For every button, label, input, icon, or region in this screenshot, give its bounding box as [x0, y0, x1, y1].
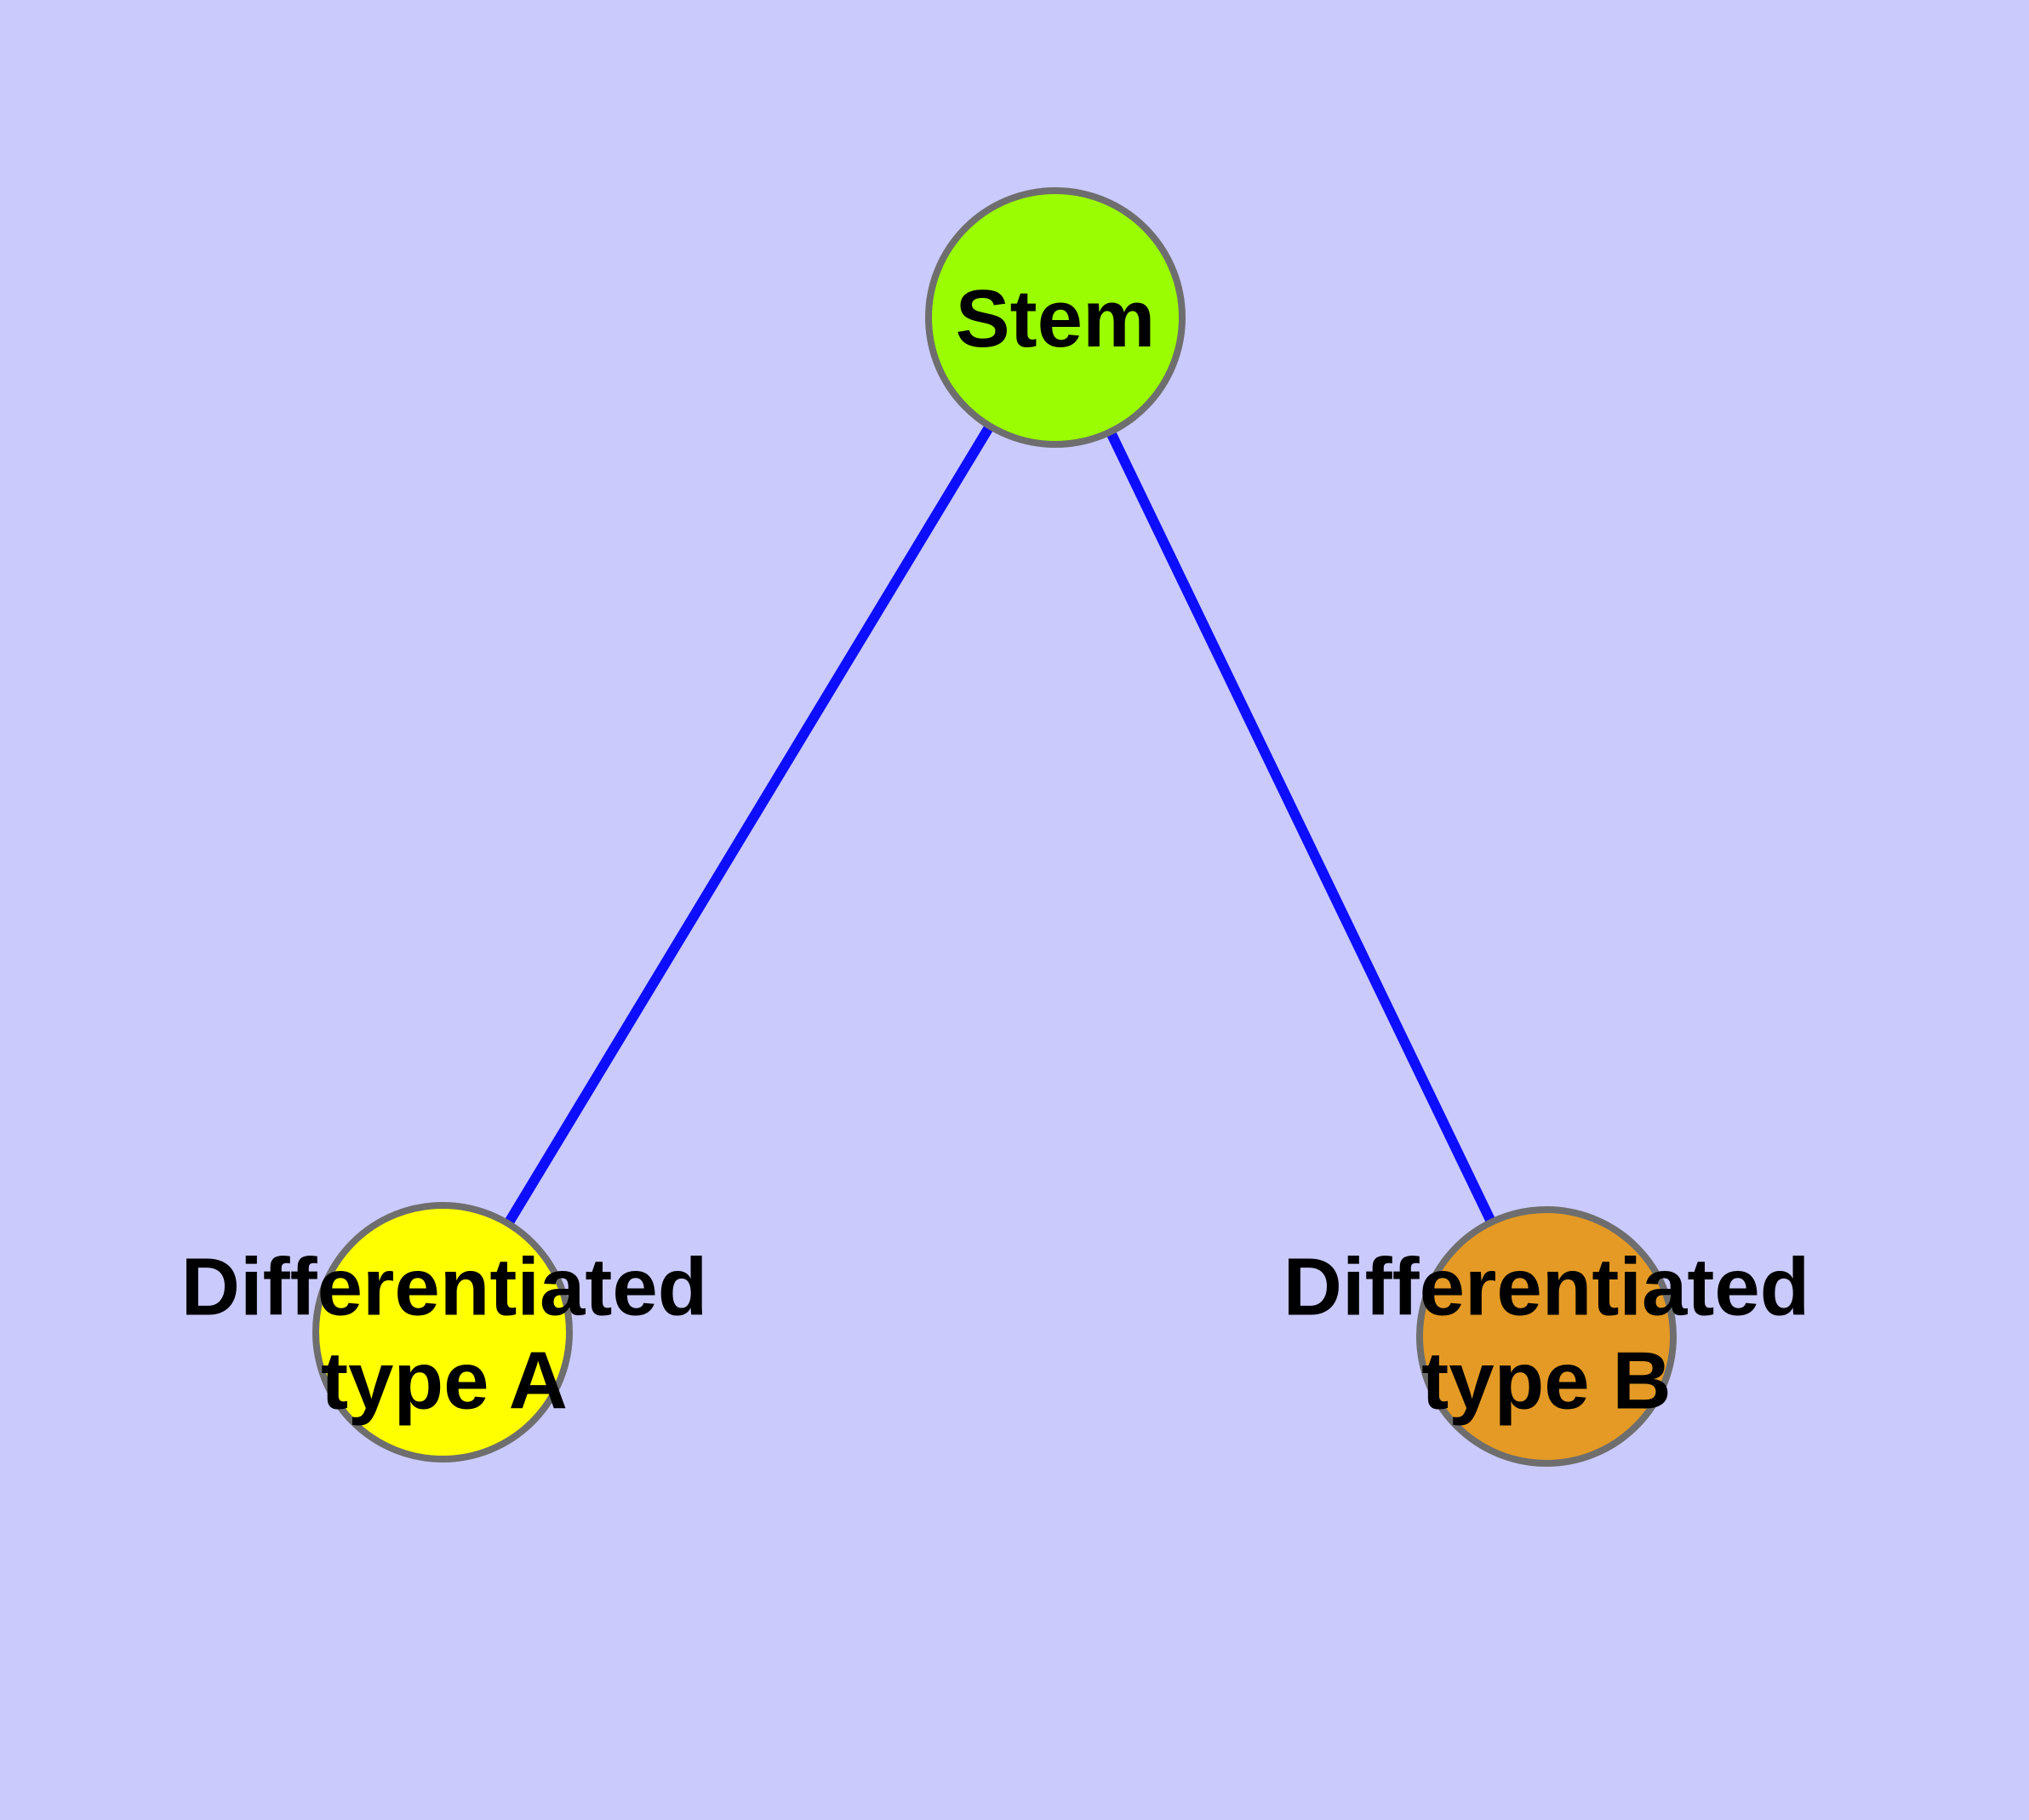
node-differentiated-type-b-label: Differentiated type B [1283, 1241, 1810, 1429]
node-differentiated-type-a-circle [312, 1202, 573, 1462]
edge-stem-to-type-b [1050, 315, 1552, 1339]
node-differentiated-type-b-circle [1416, 1206, 1677, 1467]
node-stem-circle [925, 187, 1186, 448]
node-differentiated-type-a-label-line1: Differentiated [180, 1241, 708, 1333]
edge-stem-to-type-a [437, 314, 1060, 1336]
node-differentiated-type-b-label-line1: Differentiated [1283, 1241, 1810, 1333]
node-differentiated-type-a-label-line2: type A [321, 1336, 568, 1427]
node-differentiated-type-b-label-line2: type B [1421, 1336, 1672, 1427]
node-differentiated-type-a-label: Differentiated type A [181, 1241, 708, 1429]
node-stem-label: Stem [955, 272, 1156, 364]
